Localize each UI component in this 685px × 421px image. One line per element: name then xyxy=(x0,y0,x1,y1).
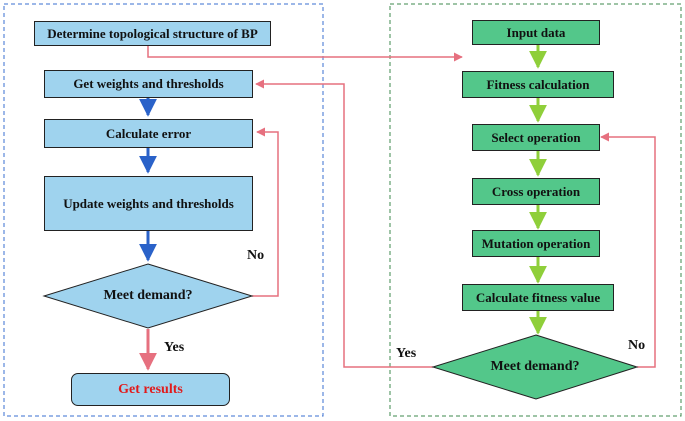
bp-error-box: Calculate error xyxy=(44,119,253,148)
ga-mutation-box: Mutation operation xyxy=(472,230,600,257)
bp-update-box: Update weights and thresholds xyxy=(44,176,253,231)
ga-no-label: No xyxy=(628,338,646,353)
arrow-structure-to-input xyxy=(147,46,463,62)
ga-frame xyxy=(389,3,682,417)
arrow-no-loop-bp xyxy=(252,127,279,297)
ga-demand-diamond xyxy=(431,334,639,400)
bp-structure-box: Determine topological structure of BP xyxy=(34,21,271,46)
bp-no-label: No xyxy=(247,248,265,263)
ga-cross-box: Cross operation xyxy=(472,178,600,205)
arrow-no-loop-ga xyxy=(600,132,656,368)
ga-fitness-box: Fitness calculation xyxy=(462,71,614,98)
ga-input-box: Input data xyxy=(472,20,600,45)
ga-select-box: Select operation xyxy=(472,124,600,151)
ga-fitness-value-box: Calculate fitness value xyxy=(462,284,614,311)
ga-demand-text: Meet demand? xyxy=(490,359,580,374)
bp-demand-text: Meet demand? xyxy=(103,288,193,303)
bp-weights-box: Get weights and thresholds xyxy=(44,70,253,98)
bp-demand-diamond xyxy=(42,263,254,329)
ga-yes-label: Yes xyxy=(396,346,417,361)
arrow-ga-to-weights xyxy=(255,79,433,368)
bp-yes-label: Yes xyxy=(164,340,185,355)
bp-result-box: Get results xyxy=(71,373,230,406)
bp-frame xyxy=(3,3,324,417)
